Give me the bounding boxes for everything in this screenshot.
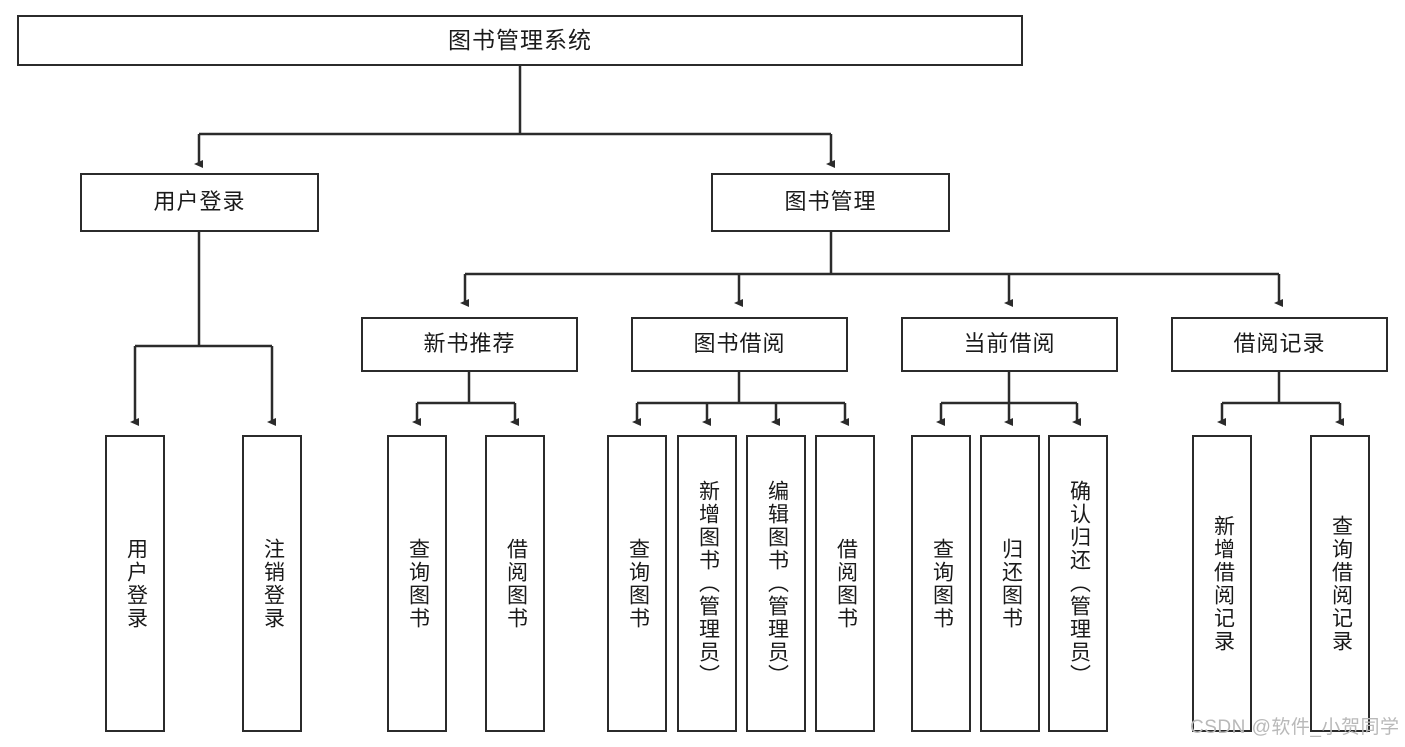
node-borrow-record[interactable]: 借阅记录 — [1171, 317, 1388, 372]
node-book-management[interactable]: 图书管理 — [711, 173, 950, 232]
node-borrow-record-label: 借阅记录 — [1233, 331, 1326, 357]
node-leaf-borrow-book-1[interactable]: 借阅图书 — [485, 435, 545, 732]
node-leaf-user-login-label: 用户登录 — [124, 537, 148, 630]
node-leaf-confirm-return[interactable]: 确认归还（管理员） — [1048, 435, 1108, 732]
node-new-book-recommend[interactable]: 新书推荐 — [361, 317, 578, 372]
node-leaf-add-record[interactable]: 新增借阅记录 — [1192, 435, 1252, 732]
node-leaf-user-logout-label: 注销登录 — [261, 537, 285, 630]
node-current-borrow[interactable]: 当前借阅 — [901, 317, 1118, 372]
node-leaf-return-book-label: 归还图书 — [999, 537, 1023, 630]
node-leaf-add-record-label: 新增借阅记录 — [1211, 514, 1235, 653]
node-current-borrow-label: 当前借阅 — [963, 331, 1056, 357]
node-leaf-query-book-1[interactable]: 查询图书 — [387, 435, 447, 732]
node-root-label: 图书管理系统 — [448, 26, 592, 53]
node-leaf-user-logout[interactable]: 注销登录 — [242, 435, 302, 732]
node-book-management-label: 图书管理 — [784, 189, 877, 215]
node-leaf-query-book-2[interactable]: 查询图书 — [607, 435, 667, 732]
node-leaf-borrow-book-2[interactable]: 借阅图书 — [815, 435, 875, 732]
node-new-book-recommend-label: 新书推荐 — [423, 331, 516, 357]
node-leaf-query-record[interactable]: 查询借阅记录 — [1310, 435, 1370, 732]
node-leaf-add-book-label: 新增图书（管理员） — [696, 480, 720, 687]
node-leaf-borrow-book-1-label: 借阅图书 — [504, 537, 528, 630]
node-leaf-return-book[interactable]: 归还图书 — [980, 435, 1040, 732]
csdn-watermark: CSDN @软件_小贺同学 — [1190, 717, 1400, 738]
node-leaf-add-book[interactable]: 新增图书（管理员） — [677, 435, 737, 732]
node-book-borrow[interactable]: 图书借阅 — [631, 317, 848, 372]
node-leaf-edit-book-label: 编辑图书（管理员） — [765, 480, 789, 687]
node-root-system[interactable]: 图书管理系统 — [17, 15, 1023, 66]
node-leaf-query-book-1-label: 查询图书 — [406, 537, 430, 630]
node-book-borrow-label: 图书借阅 — [693, 331, 786, 357]
node-leaf-query-book-3[interactable]: 查询图书 — [911, 435, 971, 732]
node-user-login[interactable]: 用户登录 — [80, 173, 319, 232]
node-leaf-query-book-3-label: 查询图书 — [930, 537, 954, 630]
node-leaf-confirm-return-label: 确认归还（管理员） — [1067, 480, 1091, 687]
node-leaf-query-book-2-label: 查询图书 — [626, 537, 650, 630]
node-user-login-label: 用户登录 — [153, 189, 246, 215]
node-leaf-borrow-book-2-label: 借阅图书 — [834, 537, 858, 630]
node-leaf-user-login[interactable]: 用户登录 — [105, 435, 165, 732]
node-leaf-query-record-label: 查询借阅记录 — [1329, 514, 1353, 653]
node-leaf-edit-book[interactable]: 编辑图书（管理员） — [746, 435, 806, 732]
